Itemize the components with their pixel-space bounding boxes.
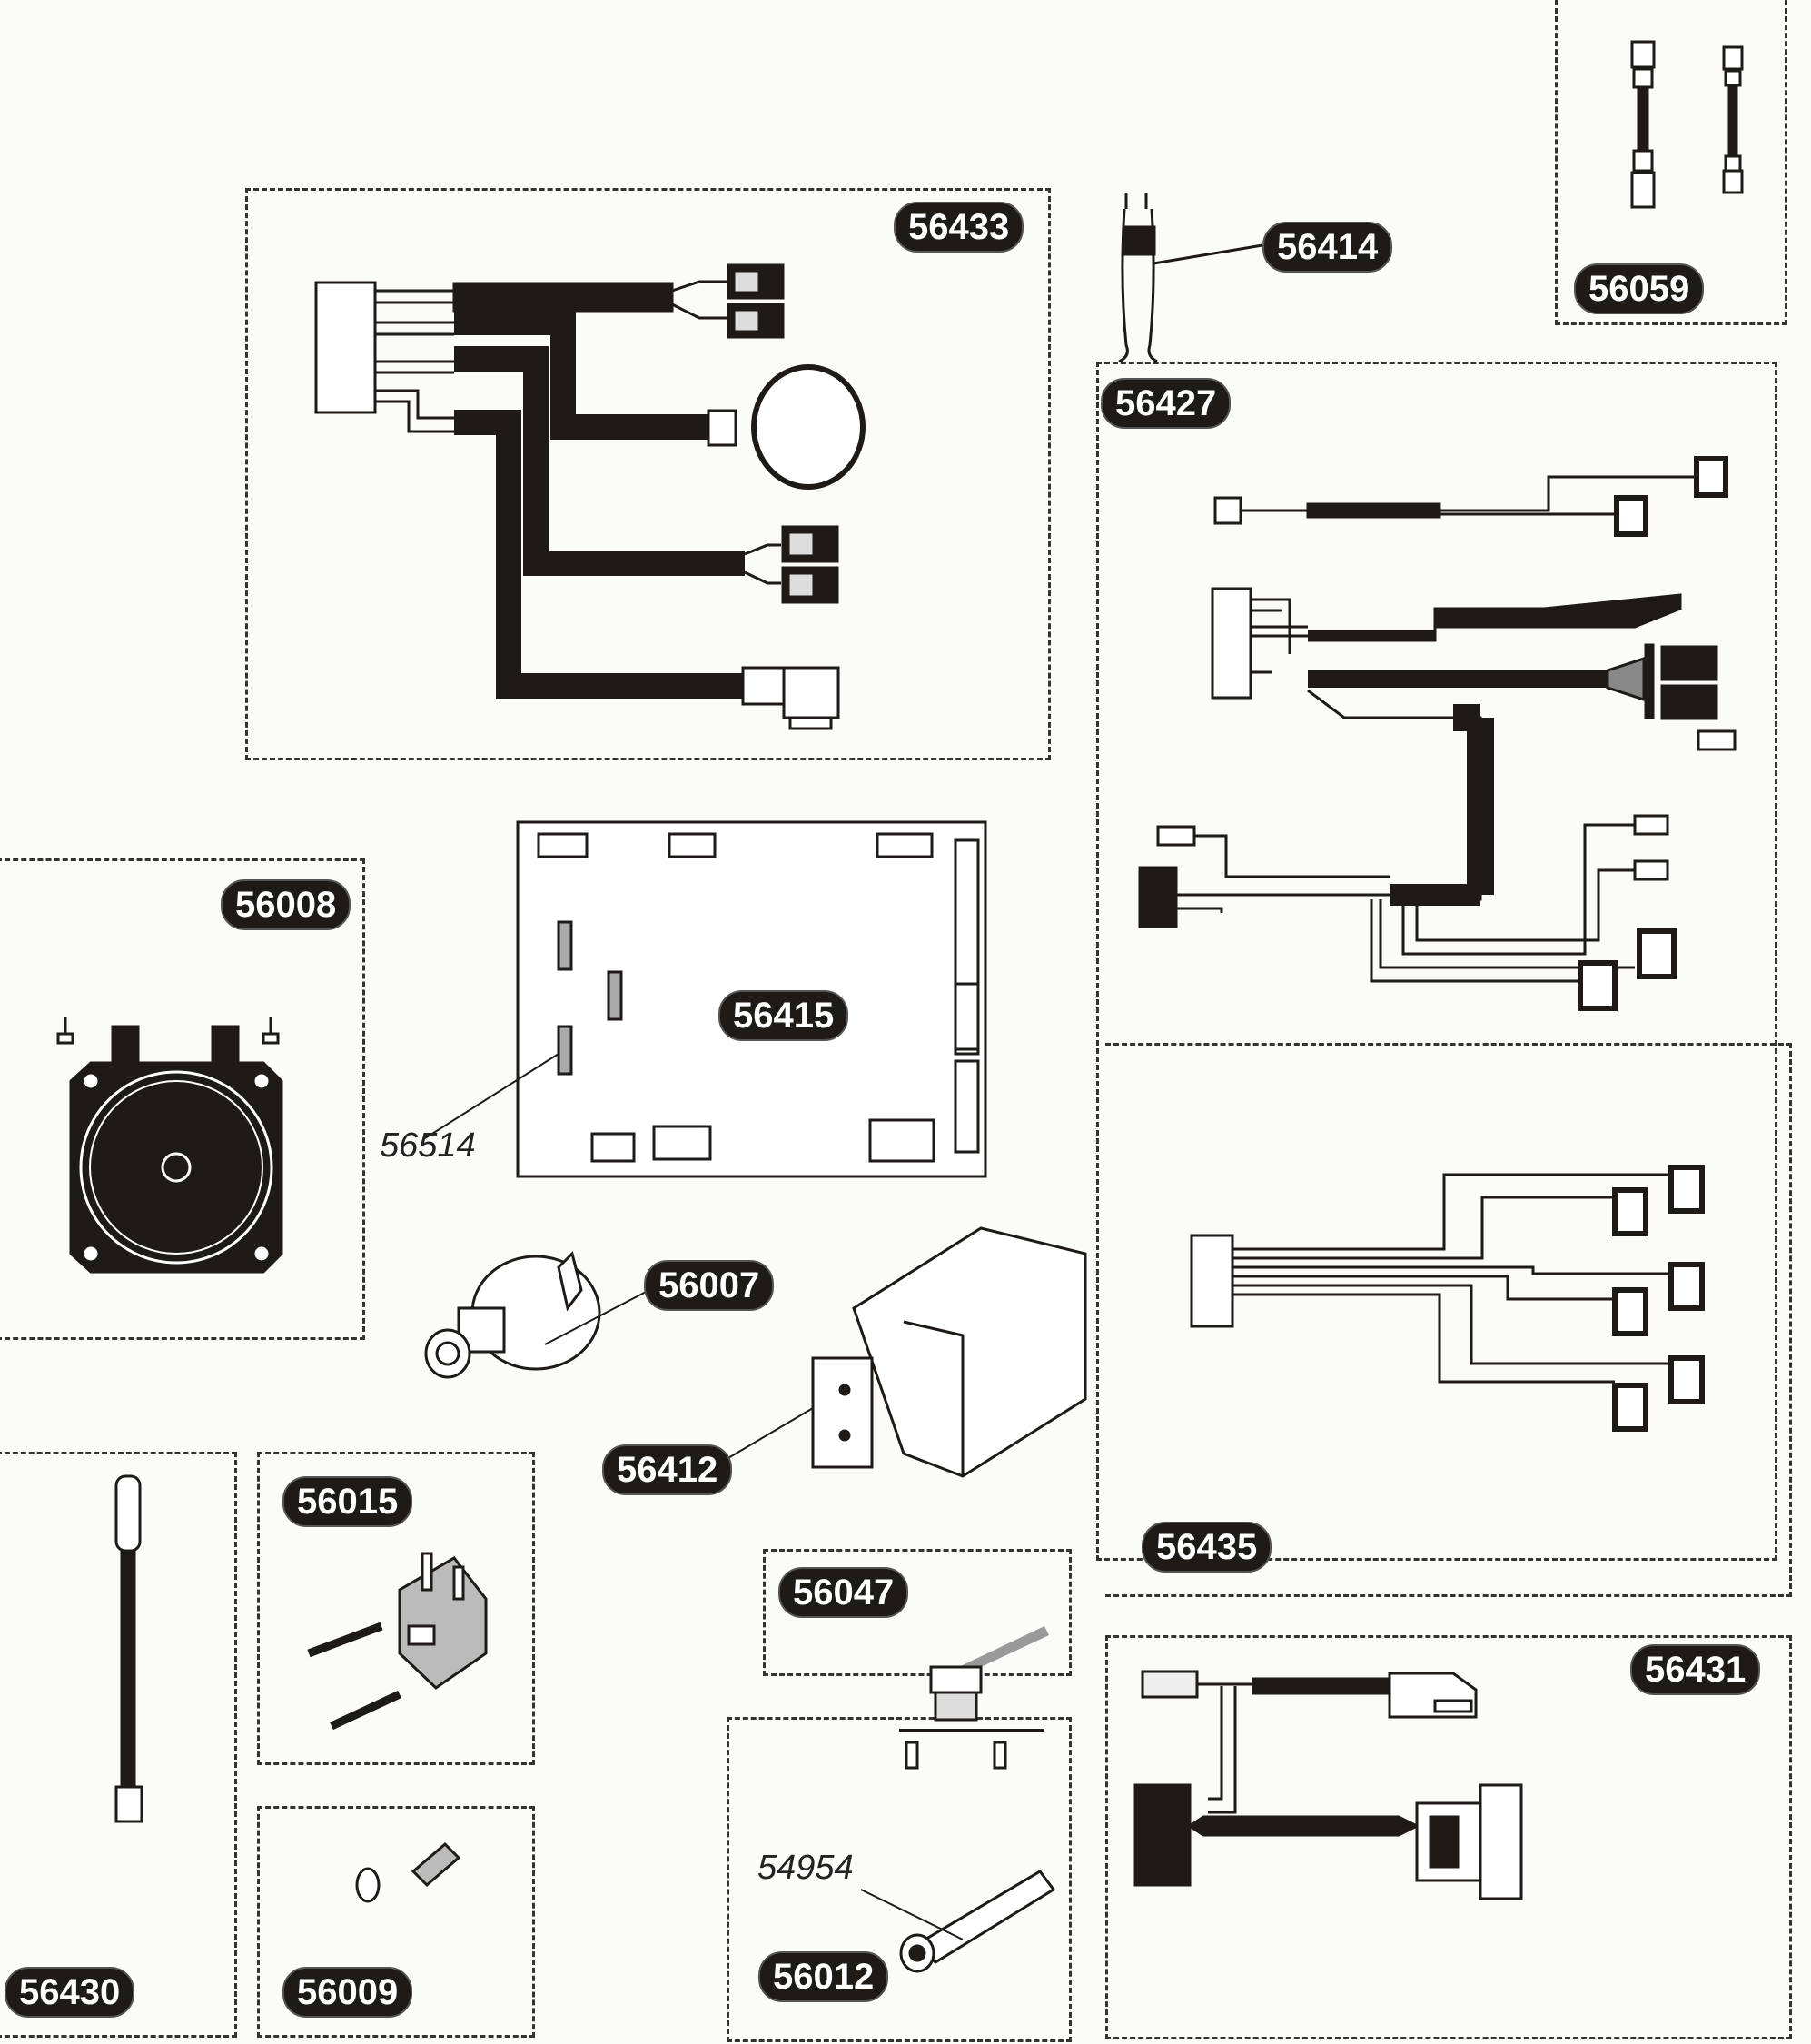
- part-label-56047: 56047: [778, 1567, 909, 1618]
- callout-56514: 56514: [380, 1126, 476, 1165]
- part-label-56009: 56009: [282, 1967, 413, 2018]
- part-label-56427: 56427: [1101, 378, 1232, 429]
- part-label-56433: 56433: [894, 202, 1024, 253]
- part-label-56435: 56435: [1142, 1522, 1272, 1573]
- group-box-56433: [245, 188, 1051, 760]
- part-label-56059: 56059: [1574, 263, 1705, 314]
- switch-56015: [307, 1552, 488, 1731]
- part-label-56412: 56412: [602, 1444, 733, 1495]
- part-label-56415: 56415: [718, 990, 849, 1041]
- part-label-56008: 56008: [221, 879, 351, 930]
- fitting-56009: [355, 1841, 461, 1903]
- group-box-56431: [1105, 1635, 1792, 2039]
- pressure-sensor-56007: [424, 1251, 650, 1379]
- group-box-56015: [257, 1452, 535, 1765]
- harness-56435: [1190, 1165, 1705, 1432]
- group-box-56427: [1096, 362, 1777, 1561]
- clip-sensor-56414: [1118, 193, 1263, 363]
- part-label-56431: 56431: [1630, 1644, 1761, 1695]
- jumper-wires-56059: [1630, 40, 1744, 209]
- part-label-56430: 56430: [5, 1967, 135, 2018]
- pressure-switch-56008: [56, 1017, 283, 1274]
- group-box-56009: [257, 1806, 535, 2038]
- probe-56430: [114, 1474, 143, 1823]
- kit-56012: [860, 1665, 1056, 1973]
- group-box-56047: [763, 1549, 1072, 1676]
- control-board-56415: [424, 820, 987, 1178]
- module-56412: [717, 1226, 1087, 1478]
- part-label-56007: 56007: [644, 1260, 775, 1311]
- part-label-56012: 56012: [758, 1951, 889, 2002]
- harness-56433: [314, 263, 866, 730]
- callout-54954: 54954: [757, 1849, 854, 1887]
- group-box-56008: [0, 858, 365, 1340]
- group-box-56435: [1105, 1043, 1792, 1597]
- group-box-56430: [0, 1452, 237, 2038]
- part-label-56015: 56015: [282, 1476, 413, 1527]
- part-label-56414: 56414: [1262, 222, 1393, 273]
- harness-56427: [1138, 456, 1737, 1011]
- group-box-56012: [727, 1717, 1072, 2042]
- harness-56431: [1133, 1670, 1523, 1900]
- group-box-56059: [1555, 0, 1787, 325]
